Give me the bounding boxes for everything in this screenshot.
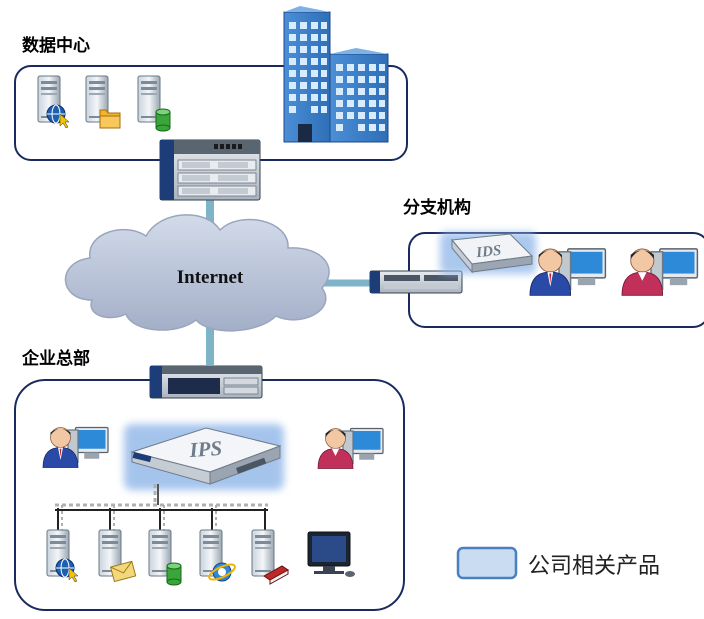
- hq-label: 企业总部: [22, 349, 90, 369]
- book-icon: [263, 565, 289, 585]
- hq-monitor: [307, 531, 355, 577]
- ids-label: IDS: [475, 243, 503, 262]
- globe-icon: [46, 104, 70, 129]
- internet-explorer-icon: [208, 562, 236, 582]
- ips-device: IPS: [124, 424, 284, 490]
- mail-icon: [109, 560, 137, 583]
- lan-bus: [55, 484, 268, 530]
- folder-icon: [99, 109, 121, 129]
- internet-cloud: [64, 214, 330, 332]
- dc-web-server: [37, 75, 70, 129]
- legend-swatch: [456, 546, 518, 580]
- hq-book-server: [251, 529, 289, 585]
- branch-label: 分支机构: [403, 198, 471, 218]
- hq-database-server: [148, 529, 182, 586]
- globe-icon: [55, 558, 79, 583]
- dc-database-server: [137, 75, 171, 132]
- dc-file-server: [85, 75, 121, 129]
- legend-label: 公司相关产品: [528, 554, 661, 579]
- database-icon: [155, 108, 171, 132]
- hq-web-server: [46, 529, 79, 583]
- hq-ie-server: [199, 529, 236, 582]
- branch-firewall-device: [369, 270, 463, 294]
- dc-firewall-device: [159, 139, 261, 201]
- database-icon: [166, 562, 182, 586]
- building-icon: [283, 6, 389, 143]
- ids-device: IDS: [440, 232, 536, 274]
- ips-label: IPS: [188, 436, 223, 462]
- hq-mail-server: [98, 529, 137, 583]
- hq-firewall-device: [149, 365, 263, 399]
- data-center-label: 数据中心: [22, 36, 90, 56]
- internet-label: Internet: [177, 267, 244, 288]
